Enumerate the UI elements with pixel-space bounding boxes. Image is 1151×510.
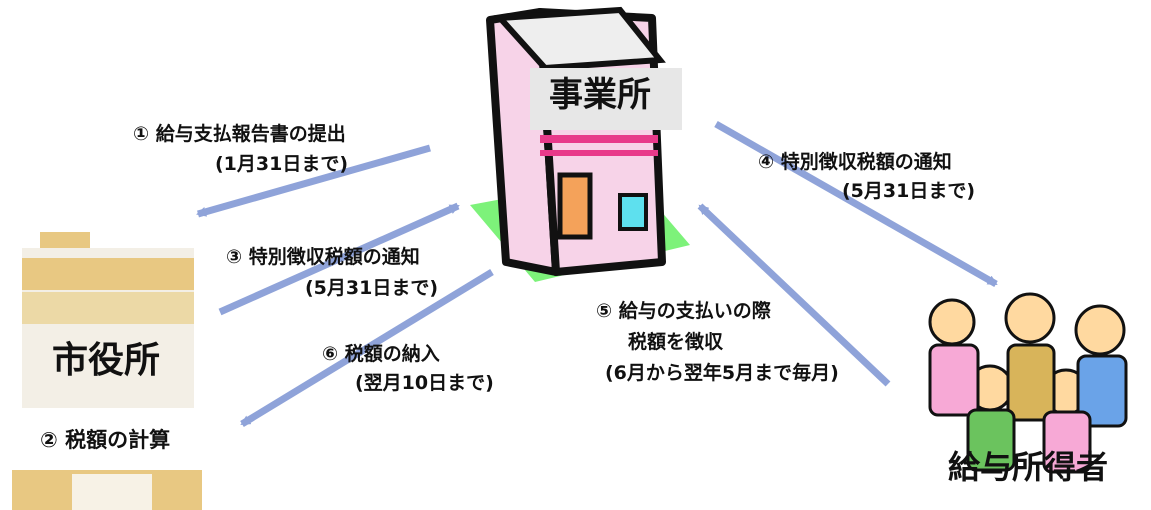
office-signboard [530, 68, 682, 130]
person-body-2 [1006, 343, 1056, 422]
city-hall-entrance [72, 474, 152, 510]
person-body-5 [1042, 410, 1092, 474]
arrow-step5 [697, 203, 891, 387]
step5-note: (6月から翌年5月まで毎月) [605, 362, 839, 384]
office-roof [493, 6, 666, 72]
arrow-step4 [714, 120, 998, 288]
employees-illustration [928, 292, 1128, 474]
city-hall-label: 市役所 [52, 340, 161, 381]
person-body-3 [1076, 354, 1128, 428]
step4-note: (5月31日まで) [842, 180, 976, 202]
person-head-3 [1074, 304, 1126, 356]
step6-note: (翌月10日まで) [355, 372, 494, 394]
city-hall-top [40, 232, 90, 250]
step1-title: ① 給与支払報告書の提出 [133, 123, 346, 145]
step2-title: ② 税額の計算 [40, 428, 171, 452]
office-door [557, 172, 593, 240]
arrow-step3 [218, 202, 460, 316]
arrow-step1 [196, 144, 431, 218]
step6-title: ⑥ 税額の納入 [322, 343, 440, 365]
step5-title: ⑤ 給与の支払いの際 [596, 300, 771, 322]
step3-note: (5月31日まで) [305, 277, 439, 299]
city-hall-floor [22, 258, 194, 290]
person-head-2 [1004, 292, 1056, 344]
step5-line2: 税額を徴収 [628, 331, 724, 353]
person-head [928, 298, 976, 346]
employees-label: 給与所得者 [948, 448, 1109, 486]
step4-title: ④ 特別徴収税額の通知 [758, 151, 952, 173]
awning-stripe-2 [540, 150, 658, 156]
city-hall-floor-2 [22, 292, 194, 324]
arrow-step6 [240, 269, 494, 427]
step3-title: ③ 特別徴収税額の通知 [226, 246, 420, 268]
office-label: 事業所 [549, 75, 651, 115]
city-hall-illustration [12, 232, 202, 510]
person-body [928, 343, 980, 417]
person-body-4 [966, 408, 1016, 472]
office-illustration [470, 6, 690, 282]
office-window [618, 193, 648, 231]
awning-stripe [540, 135, 658, 143]
step1-note: (1月31日まで) [215, 153, 349, 175]
